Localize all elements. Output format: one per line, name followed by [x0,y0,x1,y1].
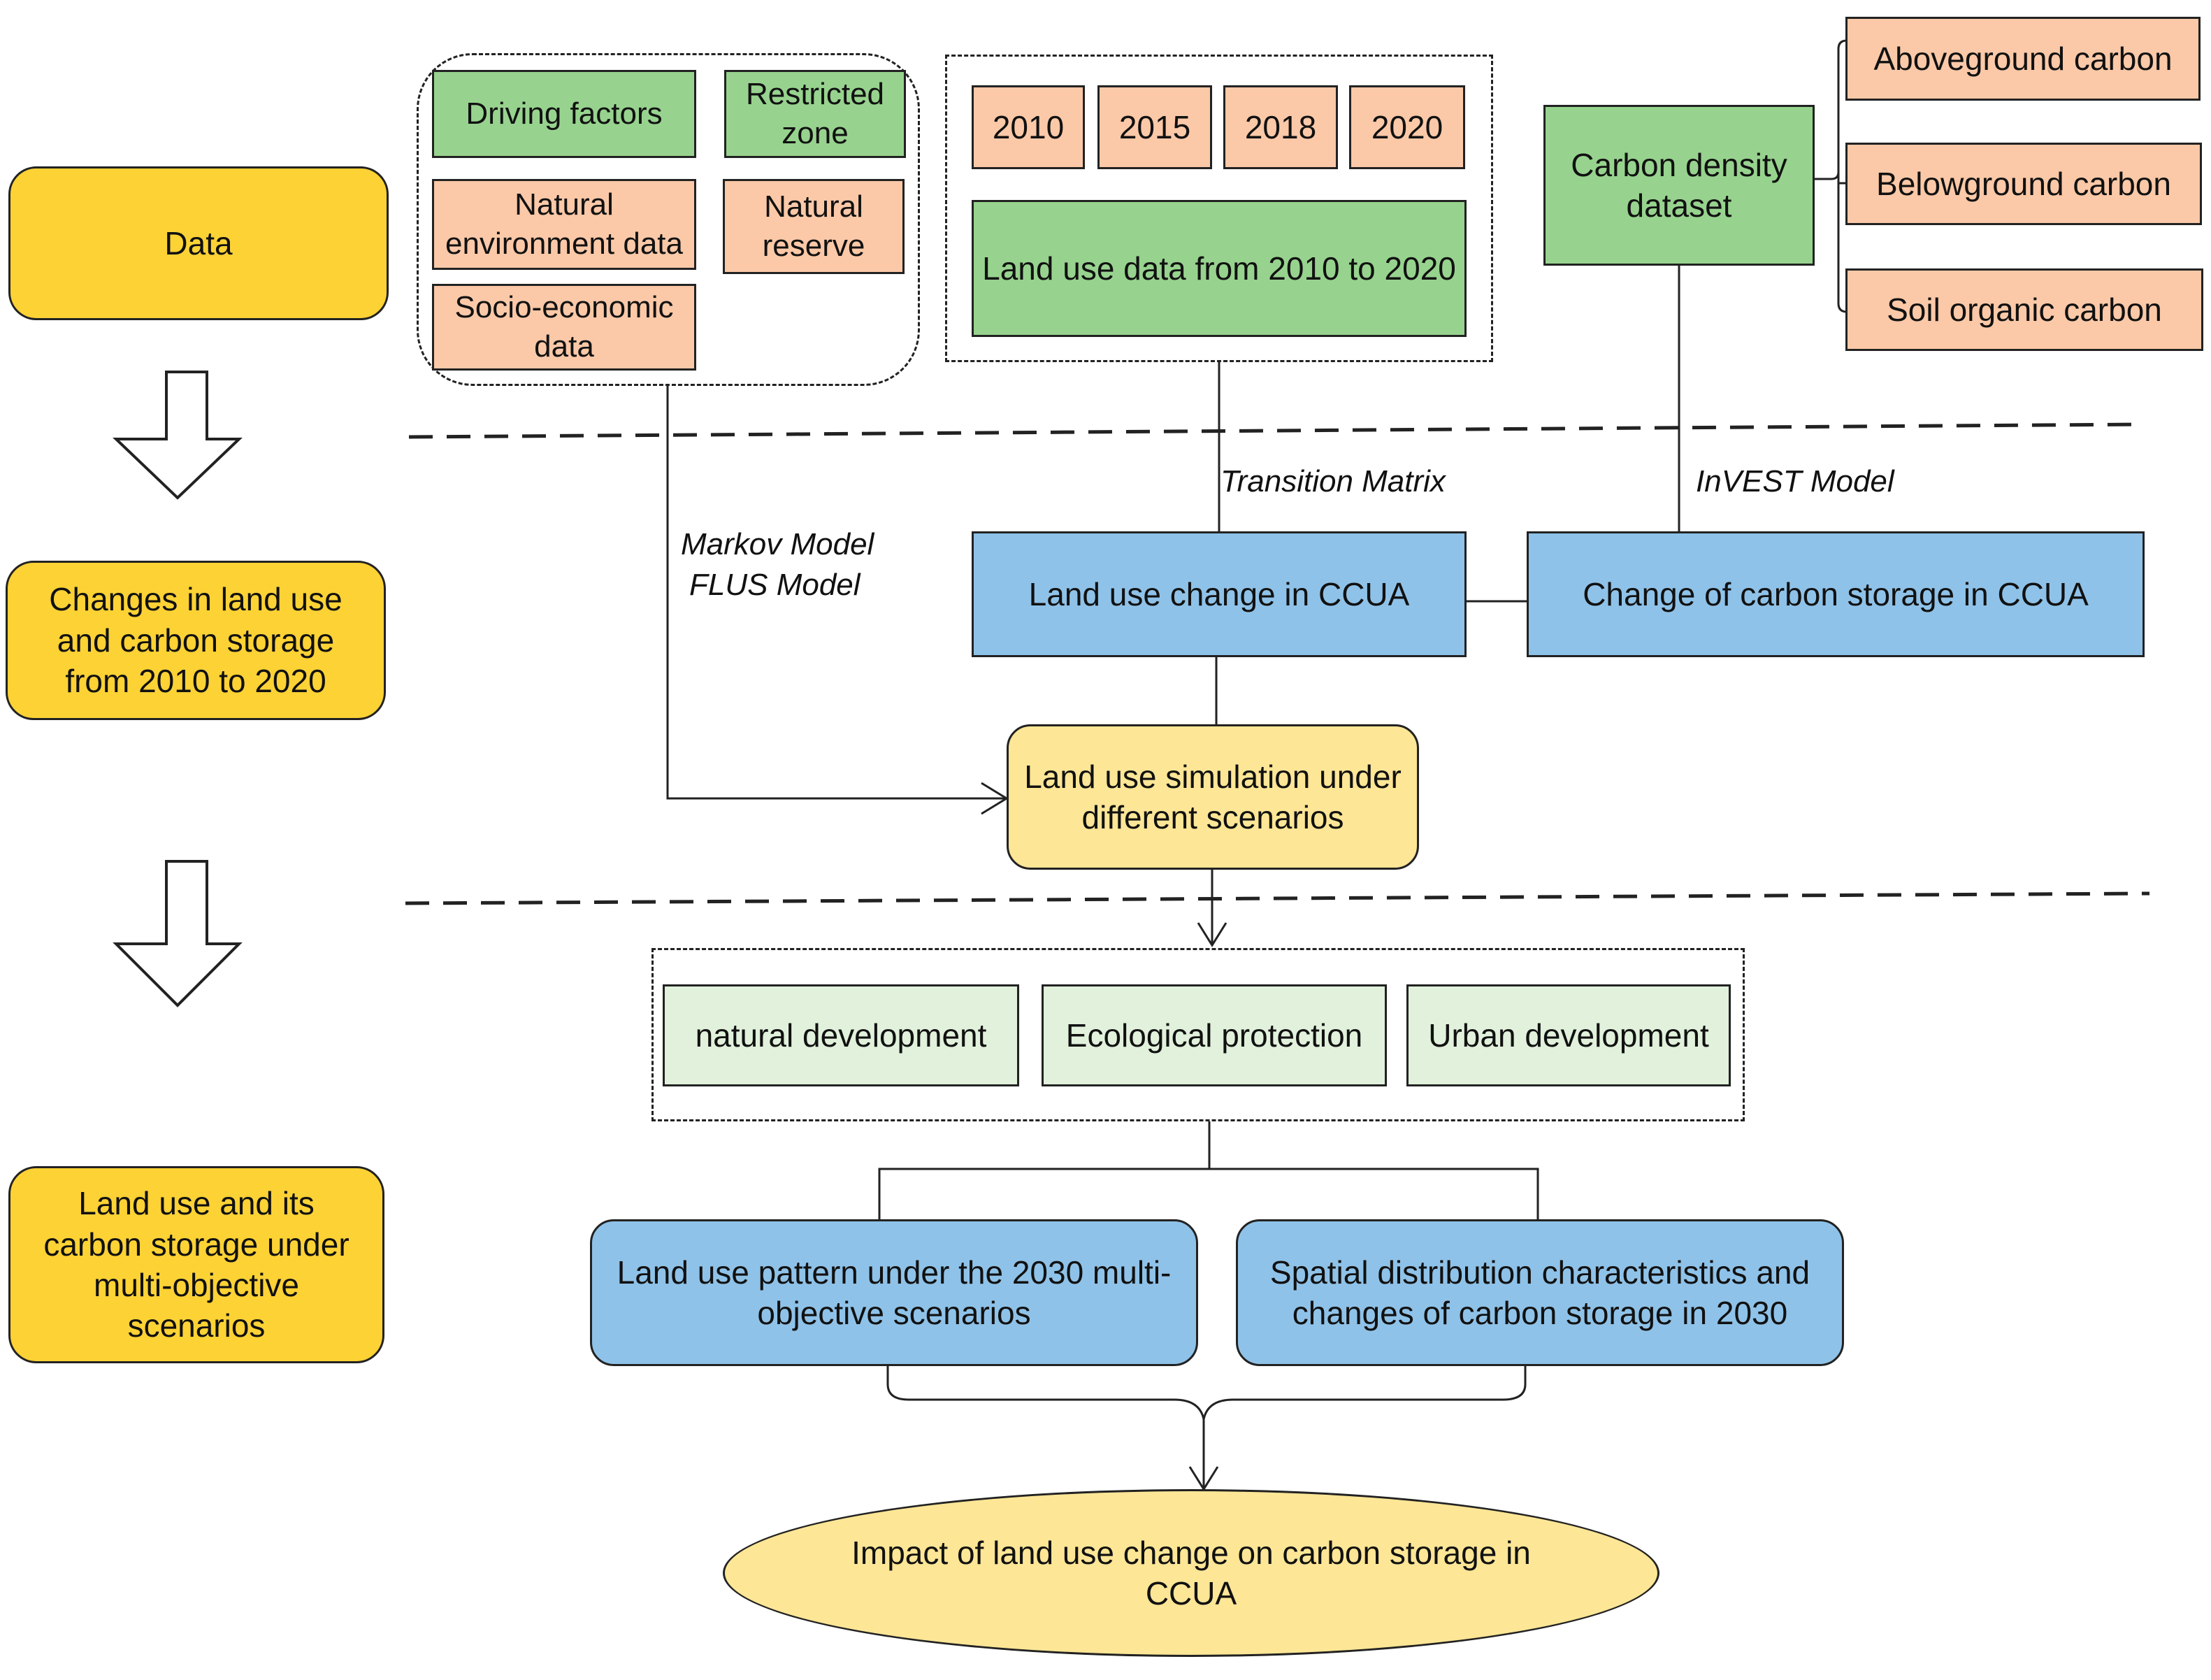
carbon-pool-box: Belowground carbon [1845,143,2202,225]
carbon-change-box: Change of carbon storage in CCUA [1527,531,2145,657]
stage-scenarios: Land use and its carbon storage under mu… [8,1166,384,1363]
spatial-distribution-box: Spatial distribution characteristics and… [1236,1219,1844,1366]
year-box: 2010 [972,85,1085,169]
transition-matrix-label: Transition Matrix [1220,464,1446,498]
stage-changes: Changes in land use and carbon storage f… [6,561,386,720]
input-data-group [417,53,920,386]
carbon-pool-box: Aboveground carbon [1845,17,2201,101]
scenario-box: Ecological protection [1042,984,1387,1086]
markov-flus-connector [666,386,1007,800]
scenario-connector [878,1168,1539,1219]
markov-model-label: Markov Model [681,527,874,561]
year-box: 2020 [1349,85,1465,169]
carbon-pool-box: Soil organic carbon [1845,268,2203,351]
scenario-group [651,948,1745,1121]
stage-data: Data [8,166,389,320]
carbon-density-dataset-box: Carbon density dataset [1543,105,1815,266]
land-use-change-box: Land use change in CCUA [972,531,1467,657]
year-box: 2018 [1223,85,1338,169]
scenario-box: natural development [663,984,1019,1086]
curly-brace [886,1366,1527,1420]
natural-environment-box: Natural environment data [432,179,696,270]
carbon-pool-bracket [1810,39,1859,180]
driving-factors-box: Driving factors [432,70,696,158]
separator-line-bottom [405,891,2150,905]
socio-economic-box: Socio-economic data [432,284,696,371]
year-box: 2015 [1097,85,1212,169]
arrowhead-icon [1197,922,1227,947]
separator-line-top [408,422,2140,439]
simulation-box: Land use simulation under different scen… [1007,724,1419,870]
flus-model-label: FLUS Model [689,568,860,602]
invest-model-label: InVEST Model [1696,464,1894,498]
natural-reserve-box: Natural reserve [723,179,905,274]
restricted-zone-box: Restricted zone [724,70,906,158]
down-arrow-icon [113,860,243,1007]
impact-ellipse: Impact of land use change on carbon stor… [723,1489,1659,1657]
land-use-data-group [945,55,1493,362]
scenario-box: Urban development [1406,984,1731,1086]
land-use-pattern-box: Land use pattern under the 2030 multi-ob… [590,1219,1198,1366]
down-arrow-icon [113,371,243,500]
land-use-data-box: Land use data from 2010 to 2020 [972,200,1467,337]
